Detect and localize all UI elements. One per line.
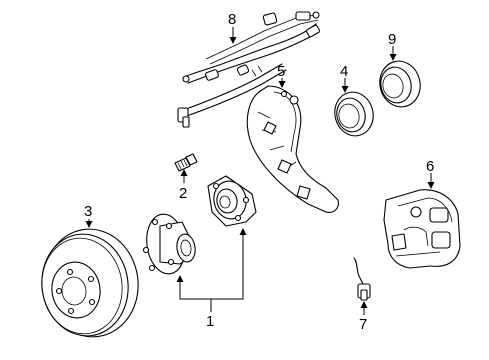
callout-2: 2 [179, 185, 187, 202]
wheel-stud [174, 153, 198, 172]
seal [334, 91, 374, 137]
brake-caliper [383, 189, 461, 269]
bearing-assembly [207, 175, 257, 227]
leader-lines [85, 27, 435, 315]
brake-rotor [41, 228, 139, 338]
callout-3: 3 [84, 203, 92, 220]
hub-flange [142, 213, 196, 275]
callout-labels: 1 2 3 4 5 6 7 8 9 [84, 11, 434, 333]
splash-shield [246, 85, 339, 213]
callout-7: 7 [359, 316, 367, 333]
abs-sensor [353, 257, 371, 301]
callout-5: 5 [277, 63, 285, 80]
callout-4: 4 [340, 63, 348, 80]
brake-hose-assembly [177, 11, 321, 128]
callout-6: 6 [426, 158, 434, 175]
callout-1: 1 [206, 313, 214, 330]
callout-9: 9 [388, 31, 396, 48]
outer-seal [379, 60, 421, 108]
callout-8: 8 [228, 11, 236, 28]
